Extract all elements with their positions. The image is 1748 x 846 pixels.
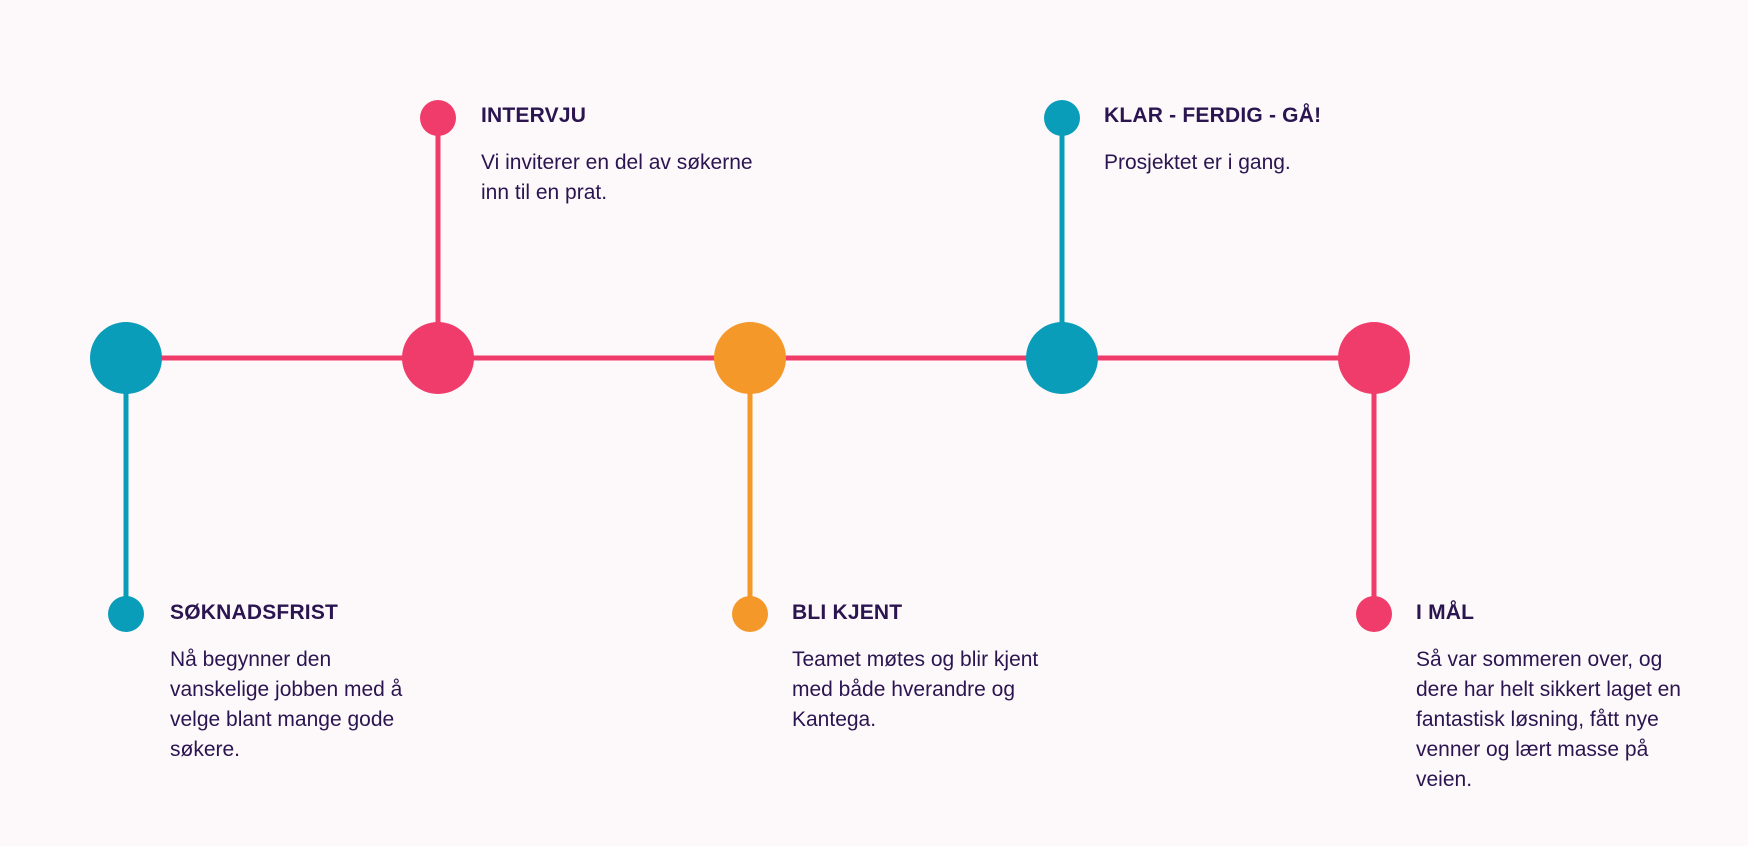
milestone-dot <box>108 596 144 632</box>
milestone-node <box>714 322 786 394</box>
milestone-title: INTERVJU <box>481 104 587 127</box>
milestone-description: Prosjektet er i gang. <box>1104 151 1291 174</box>
milestone-bli-kjent: BLI KJENT Teamet møtes og blir kjent med… <box>792 601 1052 735</box>
milestone-intervju: INTERVJU Vi inviterer en del av søkerne … <box>481 104 771 208</box>
milestone-description: Så var sommeren over, og dere har helt s… <box>1416 648 1681 791</box>
milestone-klar-ferdig-ga: KLAR - FERDIG - GÅ! Prosjektet er i gang… <box>1104 104 1404 178</box>
milestone-title: SØKNADSFRIST <box>170 601 339 624</box>
milestone-description: Teamet møtes og blir kjent med både hver… <box>792 648 1039 731</box>
milestone-i-mal: I MÅL Så var sommeren over, og dere har … <box>1416 601 1706 795</box>
milestone-soknadsfrist: SØKNADSFRIST Nå begynner den vanskelige … <box>170 601 410 765</box>
milestone-dot <box>420 100 456 136</box>
milestone-title: I MÅL <box>1416 601 1475 624</box>
milestone-description: Nå begynner den vanskelige jobben med å … <box>170 648 403 761</box>
milestone-node <box>1338 322 1410 394</box>
milestone-node <box>402 322 474 394</box>
milestone-dot <box>732 596 768 632</box>
milestone-node <box>1026 322 1098 394</box>
milestone-dot <box>1044 100 1080 136</box>
milestone-title: KLAR - FERDIG - GÅ! <box>1104 104 1322 127</box>
milestone-dot <box>1356 596 1392 632</box>
milestone-description: Vi inviterer en del av søkerne inn til e… <box>481 151 753 204</box>
milestone-title: BLI KJENT <box>792 601 903 624</box>
milestone-node <box>90 322 162 394</box>
